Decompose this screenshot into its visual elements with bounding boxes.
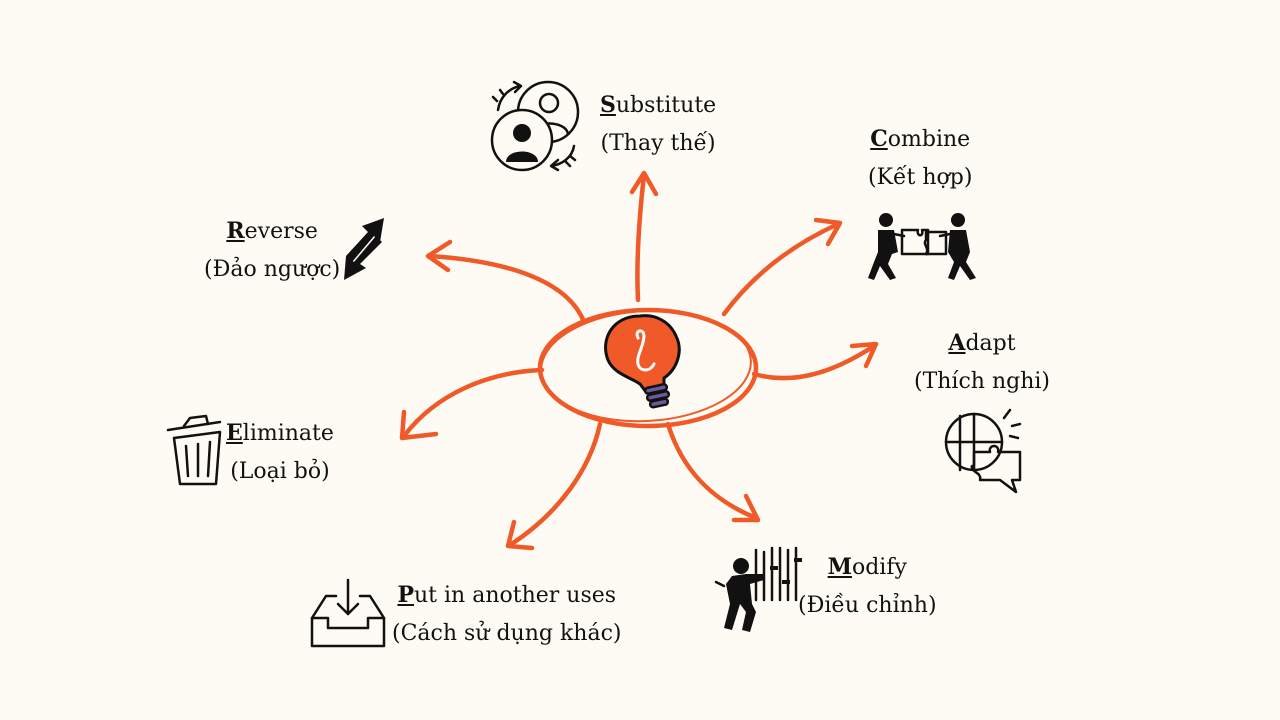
node-initial: P xyxy=(397,582,414,608)
node-substitute: Substitute (Thay thế) xyxy=(600,86,716,163)
node-subtitle: (Thay thế) xyxy=(600,131,716,156)
node-subtitle: (Kết hợp) xyxy=(868,165,973,190)
node-subtitle: (Thích nghi) xyxy=(914,369,1050,394)
node-title: odify xyxy=(851,555,907,580)
node-title: ubstitute xyxy=(615,93,717,118)
inbox-download-icon xyxy=(310,578,386,648)
node-eliminate: Eliminate (Loại bỏ) xyxy=(226,414,334,491)
node-initial: S xyxy=(600,92,616,118)
arrow-reverse xyxy=(425,239,587,325)
node-subtitle: (Loại bỏ) xyxy=(230,459,330,484)
adjust-sliders-icon xyxy=(714,546,802,632)
arrow-put xyxy=(505,421,603,551)
node-reverse: Reverse (Đảo ngược) xyxy=(204,212,340,289)
node-title: dapt xyxy=(965,331,1016,356)
node-adapt: Adapt (Thích nghi) xyxy=(914,324,1050,401)
node-put: Put in another uses (Cách sử dụng khác) xyxy=(392,576,622,653)
node-subtitle: (Cách sử dụng khác) xyxy=(392,621,622,646)
trash-icon xyxy=(166,414,222,486)
arrow-adapt xyxy=(751,341,879,381)
node-initial: C xyxy=(870,126,888,152)
arrow-combine xyxy=(721,217,843,317)
lightbulb-icon xyxy=(604,314,681,409)
node-combine: Combine (Kết hợp) xyxy=(868,120,972,197)
puzzle-people-icon xyxy=(868,213,976,280)
arrow-modify xyxy=(665,421,761,523)
puzzle-chat-icon xyxy=(944,408,1022,494)
reverse-arrows-icon xyxy=(344,218,384,280)
swap-people-icon xyxy=(490,80,580,172)
node-subtitle: (Điều chỉnh) xyxy=(798,593,937,618)
node-title: everse xyxy=(244,219,318,244)
node-initial: A xyxy=(948,330,966,356)
arrow-substitute xyxy=(629,170,659,303)
node-title: ombine xyxy=(887,127,971,152)
node-initial: M xyxy=(827,554,852,580)
node-initial: E xyxy=(226,420,243,446)
node-initial: R xyxy=(226,218,245,244)
node-subtitle: (Đảo ngược) xyxy=(204,257,341,282)
node-title: ut in another uses xyxy=(414,583,617,608)
node-title: liminate xyxy=(242,421,334,446)
node-modify: Modify (Điều chỉnh) xyxy=(798,548,937,625)
arrow-eliminate xyxy=(399,367,545,441)
